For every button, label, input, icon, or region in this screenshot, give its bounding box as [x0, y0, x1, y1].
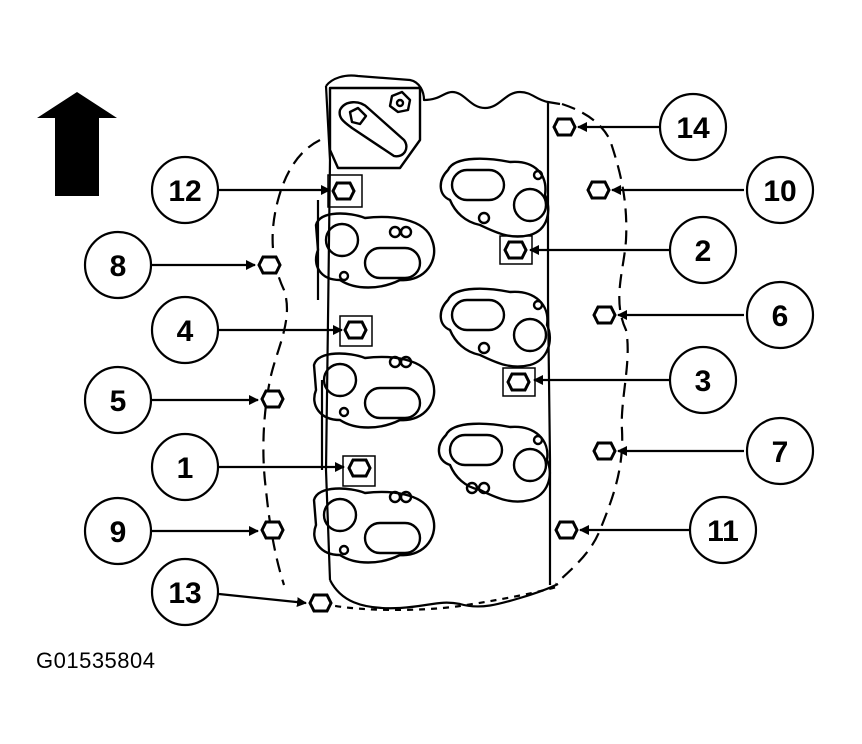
callout-8-label: 8 [110, 250, 127, 283]
callout-14-label: 14 [676, 112, 710, 145]
intake-port-right-2 [439, 287, 552, 368]
callout-10-label: 10 [763, 175, 796, 208]
bolt-3-hex-icon [502, 367, 536, 397]
bolt-13-hex-icon [308, 593, 333, 613]
callout-8: 8 [83, 230, 153, 300]
callout-1-label: 1 [177, 452, 194, 485]
bolt-6-hex-icon [592, 305, 617, 325]
callout-7-label: 7 [772, 436, 789, 469]
intake-port-left-1 [314, 212, 436, 289]
callout-12-label: 12 [168, 175, 201, 208]
callout-9: 9 [83, 496, 153, 566]
callout-2: 2 [668, 215, 738, 285]
callout-7: 7 [745, 416, 815, 486]
callout-13-label: 13 [168, 577, 201, 610]
bolts [257, 117, 617, 613]
callout-4-label: 4 [177, 315, 194, 348]
intake-ports [312, 157, 552, 564]
callout-5: 5 [83, 365, 153, 435]
bolt-11-hex-icon [554, 520, 579, 540]
callout-11-label: 11 [707, 515, 739, 548]
callout-12: 12 [150, 155, 220, 225]
bolt-12-hex-icon [327, 174, 363, 208]
callout-6-label: 6 [772, 300, 789, 333]
bolt-7-hex-icon [592, 441, 617, 461]
callout-2-label: 2 [695, 235, 712, 268]
callout-14: 14 [658, 92, 728, 162]
sensor-housing [328, 86, 422, 170]
intake-port-right-1 [439, 157, 550, 238]
bolt-2-hex-icon [499, 235, 533, 265]
callout-4: 4 [150, 295, 220, 365]
figure-id: G01535804 [36, 648, 156, 673]
intake-port-left-2 [312, 352, 436, 429]
bolt-1-hex-icon [342, 455, 376, 487]
bolt-14-hex-icon [552, 117, 577, 137]
leader-arrows [152, 122, 744, 608]
callout-3: 3 [668, 345, 738, 415]
callouts: 1 2 3 4 5 6 7 8 9 10 11 12 13 14 [83, 92, 815, 627]
callout-5-label: 5 [110, 385, 127, 418]
front-direction-arrow-icon [37, 92, 117, 196]
callout-13: 13 [150, 557, 220, 627]
bolt-10-hex-icon [586, 180, 611, 200]
bolt-8-hex-icon [257, 255, 282, 275]
bolt-9-hex-icon [260, 520, 285, 540]
bolt-5-hex-icon [260, 389, 285, 409]
callout-9-label: 9 [110, 516, 127, 549]
callout-6: 6 [745, 280, 815, 350]
callout-3-label: 3 [695, 365, 712, 398]
intake-port-right-3 [437, 422, 552, 503]
bolt-4-hex-icon [339, 315, 373, 347]
callout-11: 11 [688, 495, 758, 565]
callout-10: 10 [745, 155, 815, 225]
intake-port-left-3 [312, 487, 436, 564]
callout-1: 1 [150, 432, 220, 502]
leader-13 [218, 592, 307, 608]
